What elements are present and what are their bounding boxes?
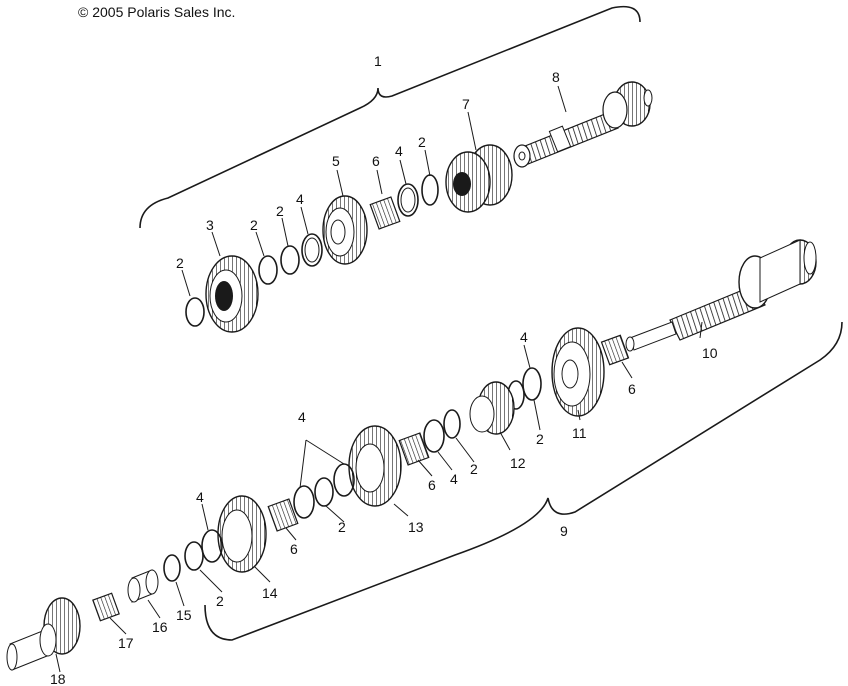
callout-2: 2: [470, 461, 478, 477]
callout-9: 9: [560, 523, 568, 539]
callout-4: 4: [298, 409, 306, 425]
callout-2: 2: [338, 519, 346, 535]
callout-4: 4: [520, 329, 528, 345]
washer-part-4: [397, 183, 419, 217]
needle-bearing-part-6: [600, 334, 630, 366]
hub-part-12: [469, 381, 515, 435]
output-shaft-part-18: [6, 597, 81, 671]
bushing-part-16: [127, 569, 159, 603]
snap-ring-part-2: [443, 409, 461, 439]
assembly-bracket-upper: [139, 5, 641, 229]
callout-5: 5: [332, 153, 340, 169]
washer-part-4: [293, 485, 315, 519]
snap-ring-part-2: [314, 477, 334, 507]
callout-4: 4: [450, 471, 458, 487]
assembly-bracket-lower: [204, 321, 843, 641]
callout-14: 14: [262, 585, 278, 601]
cluster-gear-part-7: [445, 144, 513, 213]
gear-part-14: [217, 495, 267, 573]
needle-bearing-part-6: [369, 196, 401, 230]
gear-part-11: [551, 327, 605, 417]
callout-11: 11: [572, 425, 587, 441]
upper-shaft-group: [185, 81, 653, 333]
callout-2: 2: [176, 255, 184, 271]
copyright-text: © 2005 Polaris Sales Inc.: [78, 4, 235, 20]
callout-6: 6: [290, 541, 298, 557]
callout-10: 10: [702, 345, 718, 361]
lower-shaft-group: [6, 239, 817, 671]
snap-ring-part-2: [185, 297, 205, 327]
gear-part-3: [205, 255, 259, 333]
snap-ring-part-15: [163, 554, 181, 582]
output-shaft-part-10: [625, 239, 817, 352]
callout-3: 3: [206, 217, 214, 233]
callout-2: 2: [250, 217, 258, 233]
callout-4: 4: [395, 143, 403, 159]
callout-15: 15: [176, 607, 192, 623]
gear-part-13: [348, 425, 402, 507]
callout-4: 4: [296, 191, 304, 207]
callout-18: 18: [50, 671, 66, 686]
leader-lines: [55, 85, 703, 673]
needle-bearing-part-17: [92, 592, 120, 622]
callout-13: 13: [408, 519, 424, 535]
callout-6: 6: [628, 381, 636, 397]
washer-part-4: [301, 233, 323, 267]
callout-6: 6: [372, 153, 380, 169]
snap-ring-part-2: [184, 541, 204, 571]
snap-ring-part-2: [421, 174, 439, 206]
callout-17: 17: [118, 635, 134, 651]
snap-ring-part-2: [280, 245, 300, 275]
washer-part-4: [522, 367, 542, 401]
callout-2: 2: [216, 593, 224, 609]
callout-2: 2: [418, 134, 426, 150]
callout-2: 2: [536, 431, 544, 447]
callout-16: 16: [152, 619, 168, 635]
callout-12: 12: [510, 455, 526, 471]
callout-1: 1: [374, 53, 382, 69]
callout-2: 2: [276, 203, 284, 219]
callout-6: 6: [428, 477, 436, 493]
snap-ring-part-2: [258, 255, 278, 285]
input-shaft-part-8: [513, 81, 653, 168]
washer-part-4: [423, 419, 445, 453]
needle-bearing-part-6: [267, 498, 299, 532]
callout-labels: 1 8 7 2 4 6 5 2 4 2 3 2 4 6 10 11 2 12 2…: [50, 53, 718, 686]
callout-8: 8: [552, 69, 560, 85]
washer-part-4: [201, 529, 223, 563]
callout-7: 7: [462, 96, 470, 112]
gear-part-5: [322, 195, 368, 265]
callout-4: 4: [196, 489, 204, 505]
